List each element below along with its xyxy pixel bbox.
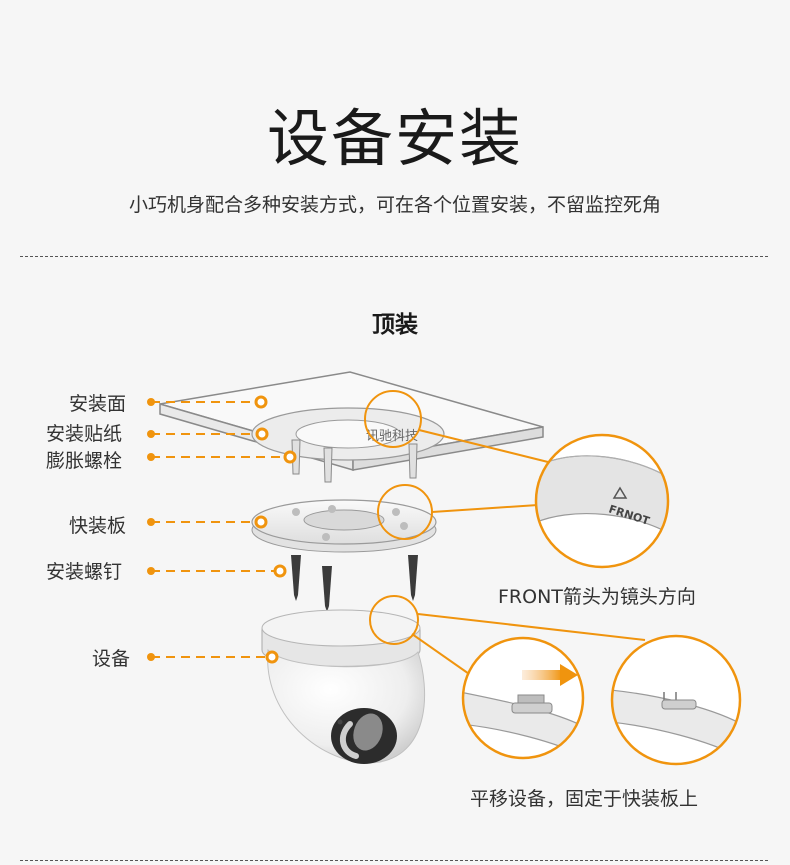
- caption-slide: 平移设备，固定于快装板上: [470, 788, 699, 810]
- slide-callout-1: [461, 636, 585, 760]
- quick-mount-plate: [251, 499, 437, 553]
- label-screw: 安装螺钉: [46, 561, 123, 583]
- divider-top: [20, 256, 768, 257]
- label-leader-dots: [147, 395, 297, 664]
- label-quick-plate: 快装板: [69, 515, 127, 537]
- page-subtitle: 小巧机身配合多种安装方式，可在各个位置安装，不留监控死角: [128, 194, 661, 216]
- watermark-text: 讯驰科技: [366, 429, 418, 444]
- label-anchor-bolt: 膨胀螺栓: [46, 450, 123, 472]
- caption-front-arrow: FRONT箭头为镜头方向: [498, 586, 696, 608]
- dome-camera: [261, 609, 426, 764]
- anchor-bolts: [291, 439, 418, 483]
- front-arrow-callout: FRNOT: [534, 433, 670, 569]
- divider-bottom: [20, 860, 768, 861]
- label-leaders: [151, 401, 290, 658]
- label-sticker: 安装贴纸: [46, 423, 123, 445]
- slide-callout-2: [610, 634, 742, 766]
- mount-screws: [291, 555, 418, 612]
- page-title: 设备安装: [266, 102, 523, 175]
- section-title: 顶装: [372, 312, 418, 338]
- label-device: 设备: [92, 648, 131, 670]
- callout-connectors: [364, 390, 646, 677]
- label-mount-surface: 安装面: [69, 393, 127, 415]
